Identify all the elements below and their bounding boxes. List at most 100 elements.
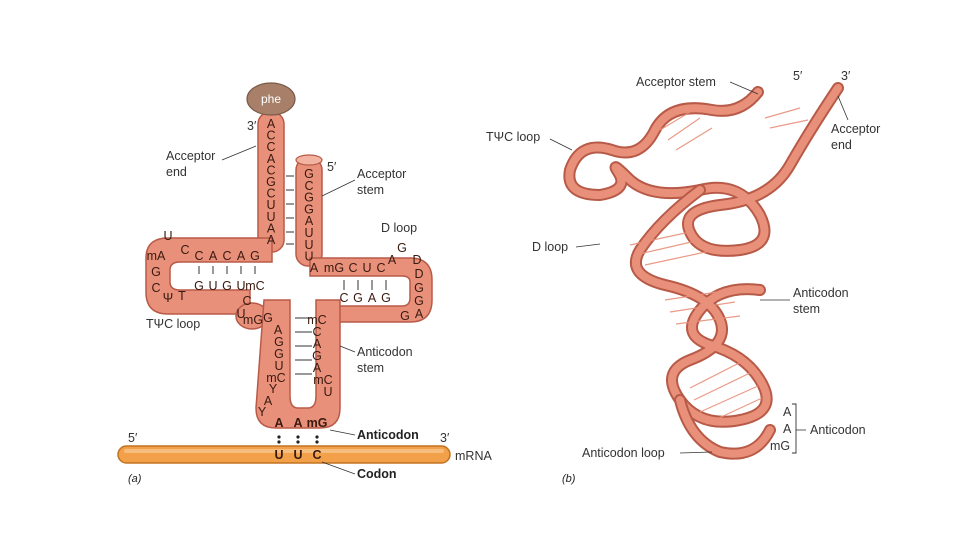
base-d_loop-1: A — [388, 253, 397, 267]
acceptor-stem-label-a: Acceptor — [357, 167, 406, 181]
base-anticodon_triplet-3: mG — [307, 416, 328, 430]
panel-a-three-prime: 3′ — [247, 119, 257, 133]
base-codon_triplet-3: C — [312, 448, 321, 462]
panel-b-five-prime: 5′ — [793, 69, 803, 83]
panel-b-caption: (b) — [562, 473, 576, 485]
base-d_loop-8: G — [400, 309, 410, 323]
anticodon-base-b-2: A — [783, 422, 792, 436]
base-anticodon_left-5: U — [274, 359, 283, 373]
base-tpsic_loop-5: C — [151, 281, 160, 295]
anticodon-loop-label-b: Anticodon loop — [582, 446, 665, 460]
acceptor-end-label-b-2: end — [831, 138, 852, 152]
anticodon-stem-label-a: Anticodon — [357, 345, 413, 359]
base-acceptor_left-3: C — [266, 140, 275, 154]
anticodon-label-b: Anticodon — [810, 423, 866, 437]
acceptor-end-label-b: Acceptor — [831, 122, 880, 136]
base-acceptor_right-3: G — [304, 191, 314, 205]
base-tpsic_stem_bottom-3: G — [222, 279, 232, 293]
phe-amino-acid — [246, 82, 296, 116]
base-variable-2: U — [236, 307, 245, 321]
base-d_stem_bottom-4: G — [381, 291, 391, 305]
acceptor-stem-label-b: Acceptor stem — [636, 75, 716, 89]
base-tpsic_stem_top-1: C — [194, 249, 203, 263]
mrna-five-prime: 5′ — [128, 431, 138, 445]
base-tpsic_stem_top-2: A — [209, 249, 218, 263]
panel-b-three-prime: 3′ — [841, 69, 851, 83]
base-tpsic_loop-7: T — [178, 289, 186, 303]
anticodon-stem-label-b: Anticodon — [793, 286, 849, 300]
base-anticodon_left-9: Y — [258, 405, 267, 419]
base-anticodon_right-3: A — [313, 337, 322, 351]
base-tpsic_stem_top-4: A — [237, 249, 246, 263]
base-d_stem_bottom-1: C — [339, 291, 348, 305]
base-acceptor_right-2: C — [304, 179, 313, 193]
base-d_stem_top-2: mG — [324, 261, 344, 275]
base-variable-1: C — [242, 294, 251, 308]
base-codon_triplet-1: U — [274, 448, 283, 462]
mrna-three-prime: 3′ — [440, 431, 450, 445]
base-tpsic_loop-4: G — [151, 265, 161, 279]
base-anticodon_triplet-2: A — [293, 416, 302, 430]
base-anticodon_right-1: mC — [307, 313, 326, 327]
anticodon-base-b-1: A — [783, 405, 792, 419]
anticodon-label-a: Anticodon — [357, 428, 419, 442]
base-acceptor_left-2: C — [266, 129, 275, 143]
base-acceptor_left-4: A — [267, 152, 276, 166]
acceptor-end-label-a: Acceptor — [166, 149, 215, 163]
base-d_loop-6: G — [414, 294, 424, 308]
base-d_stem_top-5: C — [376, 261, 385, 275]
base-d_stem_bottom-3: A — [368, 291, 377, 305]
base-d_loop-5: G — [414, 281, 424, 295]
base-acceptor_right-7: U — [304, 238, 313, 252]
codon-label-a: Codon — [357, 467, 397, 481]
tpsic-loop-label-b: TΨC loop — [486, 130, 540, 144]
base-acceptor_left-7: C — [266, 187, 275, 201]
acceptor-stem-label-a-2: stem — [357, 183, 384, 197]
base-anticodon_right-2: C — [312, 325, 321, 339]
d-loop-label-a: D loop — [381, 221, 417, 235]
base-tpsic_stem_top-3: C — [222, 249, 231, 263]
base-acceptor_right-5: A — [305, 214, 314, 228]
base-d_stem_top-4: U — [362, 261, 371, 275]
base-tpsic_loop-6: Ψ — [163, 291, 173, 305]
base-anticodon_left-8: A — [264, 394, 273, 408]
base-acceptor_left-5: C — [266, 163, 275, 177]
mrna-strand — [117, 445, 451, 464]
base-d_loop-4: D — [414, 267, 423, 281]
base-acceptor_left-8: U — [266, 198, 275, 212]
base-anticodon_triplet-1: A — [274, 416, 283, 430]
base-tpsic_stem_top-5: G — [250, 249, 260, 263]
base-acceptor_left-6: G — [266, 175, 276, 189]
base-d_loop-3: D — [412, 253, 421, 267]
base-acceptor_left-9: U — [266, 210, 275, 224]
base-tpsic_stem_bottom-1: G — [194, 279, 204, 293]
base-acceptor_right-4: G — [304, 202, 314, 216]
base-d_loop-2: G — [397, 241, 407, 255]
base-anticodon_left-4: G — [274, 347, 284, 361]
base-acceptor_left-11: A — [267, 233, 276, 247]
base-d_stem_top-1: A — [310, 261, 319, 275]
base-codon_triplet-2: U — [293, 448, 302, 462]
base-anticodon_right-7: U — [323, 385, 332, 399]
base-acceptor_right-1: G — [304, 167, 314, 181]
base-acceptor_right-6: U — [304, 226, 313, 240]
base-tpsic_loop-3: mA — [147, 249, 166, 263]
base-anticodon_left-7: Y — [269, 382, 278, 396]
d-loop-label-b: D loop — [532, 240, 568, 254]
base-d_stem_bottom-2: G — [353, 291, 363, 305]
anticodon-stem-label-b-2: stem — [793, 302, 820, 316]
base-anticodon_right-4: G — [312, 349, 322, 363]
base-d_stem_top-3: C — [348, 261, 357, 275]
base-d_loop-7: A — [415, 307, 424, 321]
base-anticodon_left-1: G — [263, 311, 273, 325]
anticodon-base-b-3: mG — [770, 439, 790, 453]
phe-label: phe — [261, 92, 281, 106]
mrna-label: mRNA — [455, 449, 492, 463]
acceptor-end-label-a-2: end — [166, 165, 187, 179]
panel-b-3d-ribbon: Acceptor stem 5′ 3′ Acceptor end TΨC loo… — [486, 69, 880, 485]
base-variable-3: mG — [243, 313, 263, 327]
